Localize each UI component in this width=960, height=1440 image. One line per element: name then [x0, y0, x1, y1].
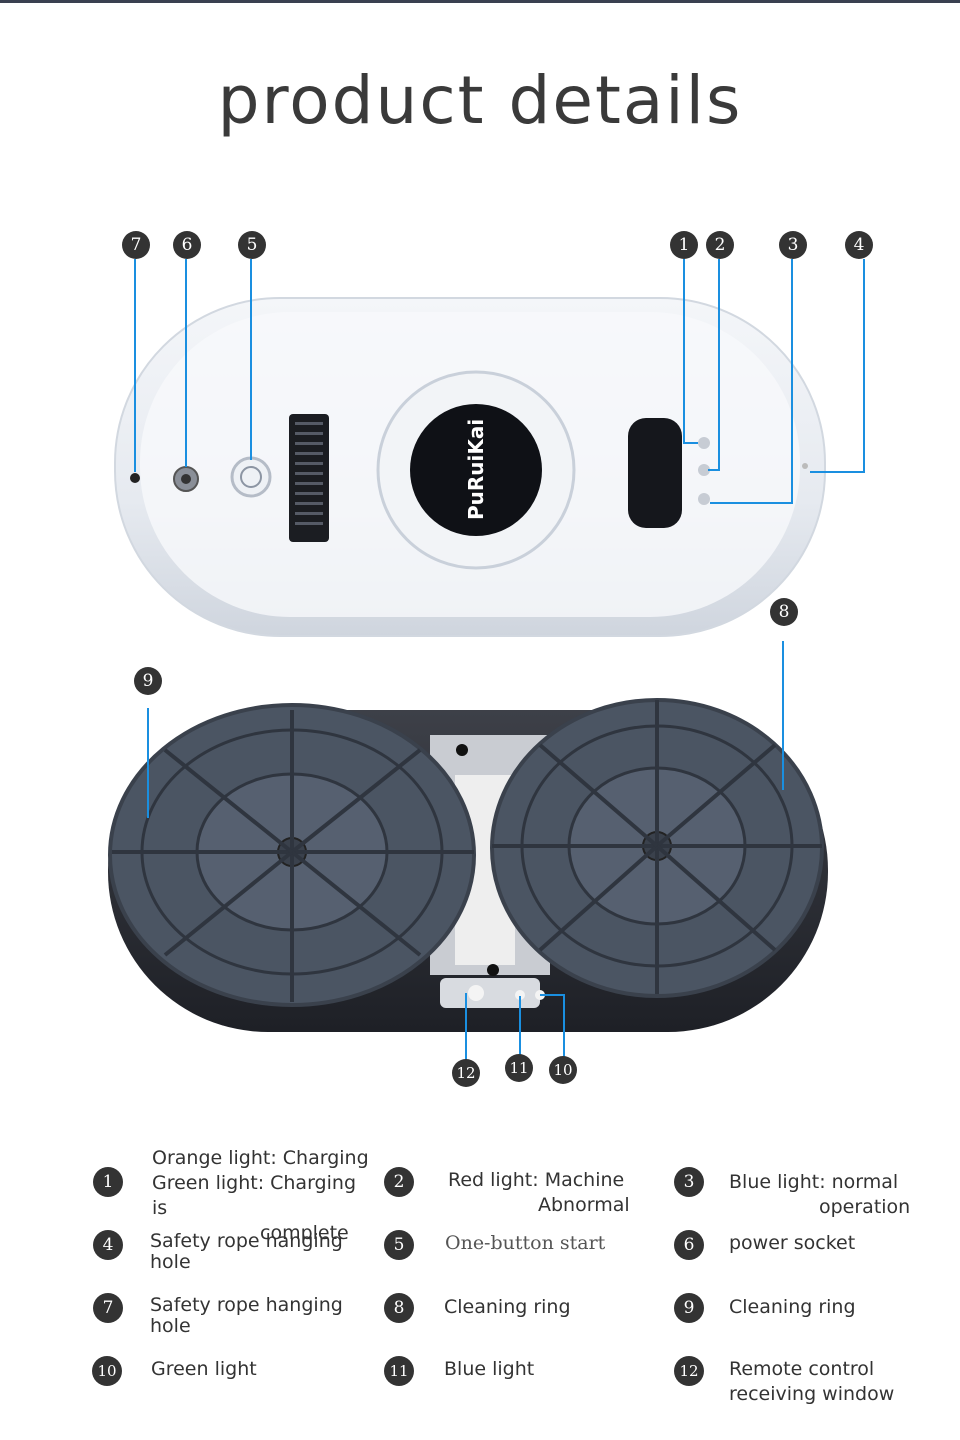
legend-item-9: Cleaning ring [729, 1296, 856, 1318]
legend-item-11: Blue light [444, 1358, 535, 1380]
safety-hole-left [130, 473, 140, 483]
callout-9: 9 [134, 667, 162, 695]
legend-item-6: power socket [729, 1232, 856, 1254]
legend-num-3: 3 [674, 1167, 704, 1197]
callout-11: 11 [505, 1054, 533, 1082]
top-divider [0, 0, 960, 3]
device-bottom-view [108, 698, 828, 1032]
legend-num-6: 6 [674, 1230, 704, 1260]
legend-item-10: Green light [151, 1358, 257, 1380]
device-top-view [114, 297, 826, 637]
cleaning-ring-right [490, 698, 824, 998]
legend-item-4: Safety rope hanging hole [150, 1230, 343, 1273]
callout-4: 4 [845, 231, 873, 259]
legend-item-3: Blue light: normal operation [729, 1171, 911, 1218]
legend-num-11: 11 [384, 1356, 414, 1386]
callout-1: 1 [670, 231, 698, 259]
legend-item-12: Remote control receiving window [729, 1358, 895, 1405]
indicator-light-1 [698, 437, 710, 449]
product-illustration [108, 259, 865, 1060]
bottom-blue-light [515, 990, 525, 1000]
legend-item-7: Safety rope hanging hole [150, 1294, 343, 1337]
safety-hole-right [802, 463, 808, 469]
legend-item-5: One-button start [445, 1232, 606, 1254]
callout-7: 7 [122, 231, 150, 259]
legend-num-2: 2 [384, 1167, 414, 1197]
callout-2: 2 [706, 231, 734, 259]
legend-item-1: Orange light: Charging Green light: Char… [152, 1147, 369, 1244]
callout-10: 10 [549, 1056, 577, 1084]
legend-num-9: 9 [674, 1293, 704, 1323]
callout-8: 8 [770, 598, 798, 626]
callout-3: 3 [779, 231, 807, 259]
leader-lines [134, 259, 865, 1060]
callout-12: 12 [452, 1059, 480, 1087]
legend-num-7: 7 [93, 1293, 123, 1323]
brand-badge [410, 404, 542, 536]
callout-5: 5 [238, 231, 266, 259]
legend-num-8: 8 [384, 1293, 414, 1323]
page-title: product details [217, 62, 743, 139]
legend-num-12: 12 [674, 1356, 704, 1386]
legend-num-4: 4 [93, 1230, 123, 1260]
legend-item-8: Cleaning ring [444, 1296, 571, 1318]
indicator-light-3 [698, 493, 710, 505]
indicator-window [628, 418, 682, 528]
vent-grille [289, 414, 329, 542]
brand-text: PuRuiKai [464, 418, 488, 520]
legend-item-2: Red light: Machine Abnormal [448, 1169, 630, 1216]
cleaning-ring-left [108, 703, 476, 1007]
sensor-strip [440, 978, 540, 1008]
indicator-light-2 [698, 464, 710, 476]
callout-6: 6 [173, 231, 201, 259]
power-button[interactable] [230, 456, 272, 498]
legend-num-5: 5 [384, 1230, 414, 1260]
legend-num-10: 10 [92, 1356, 122, 1386]
legend-num-1: 1 [93, 1167, 123, 1197]
